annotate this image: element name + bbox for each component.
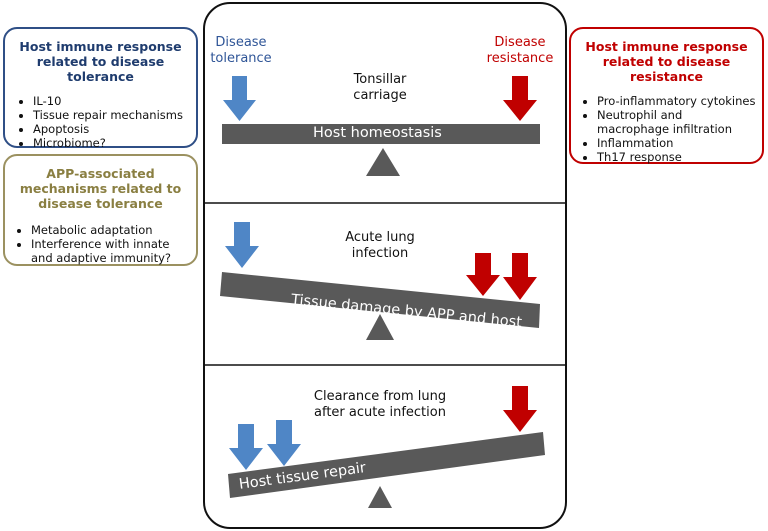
tolerance-arrow-icon [229,424,263,470]
tolerance-arrow-icon [223,76,256,121]
stage-label: Tonsillar carriage [353,72,407,103]
list-item: Inflammation [597,136,756,150]
tolerance-axis-label: Disease tolerance [210,35,272,66]
tolerance-arrow-icon [225,222,259,268]
stage-label: Clearance from lung after acute infectio… [313,389,447,420]
app-mechanisms-box: APP-associated mechanisms related to dis… [3,154,198,266]
list-item: Neutrophil and macrophage infiltration [597,108,756,136]
balance-beam-tissue-damage [220,272,540,328]
balance-beam-label: Host homeostasis [313,125,442,141]
list-item: Th17 response [597,150,756,164]
fulcrum-icon [368,486,392,508]
stage-label: Acute lung infection [345,230,415,261]
resistance-arrow-icon [466,253,500,296]
resistance-arrow-icon [503,253,537,300]
resistance-box-title: Host immune response related to disease … [585,39,748,84]
tolerance-arrow-icon [267,420,301,466]
panel-frame [203,2,567,529]
list-item: Microbiome? [33,136,188,150]
balance-beam-tissue-repair [228,432,545,498]
resistance-axis-label: Disease resistance [486,35,554,66]
tolerance-box-list: IL-10 Tissue repair mechanisms Apoptosis… [13,94,188,150]
balance-beam-homeostasis [222,124,540,144]
fulcrum-icon [366,148,400,176]
app-box-list: Metabolic adaptation Interference with i… [11,223,190,265]
resistance-box-list: Pro-inflammatory cytokines Neutrophil an… [577,94,756,164]
resistance-immune-response-box: Host immune response related to disease … [569,27,764,164]
list-item: Interference with innate and adaptive im… [31,237,190,265]
tolerance-box-title: Host immune response related to disease … [19,39,182,84]
tolerance-immune-response-box: Host immune response related to disease … [3,27,198,150]
app-box-title: APP-associated mechanisms related to dis… [19,166,182,211]
list-item: Tissue repair mechanisms [33,108,188,122]
list-item: Metabolic adaptation [31,223,190,237]
fulcrum-icon [366,314,394,340]
list-item: Apoptosis [33,122,188,136]
list-item: Pro-inflammatory cytokines [597,94,756,108]
resistance-arrow-icon [503,76,537,121]
list-item: IL-10 [33,94,188,108]
resistance-arrow-icon [503,386,537,432]
